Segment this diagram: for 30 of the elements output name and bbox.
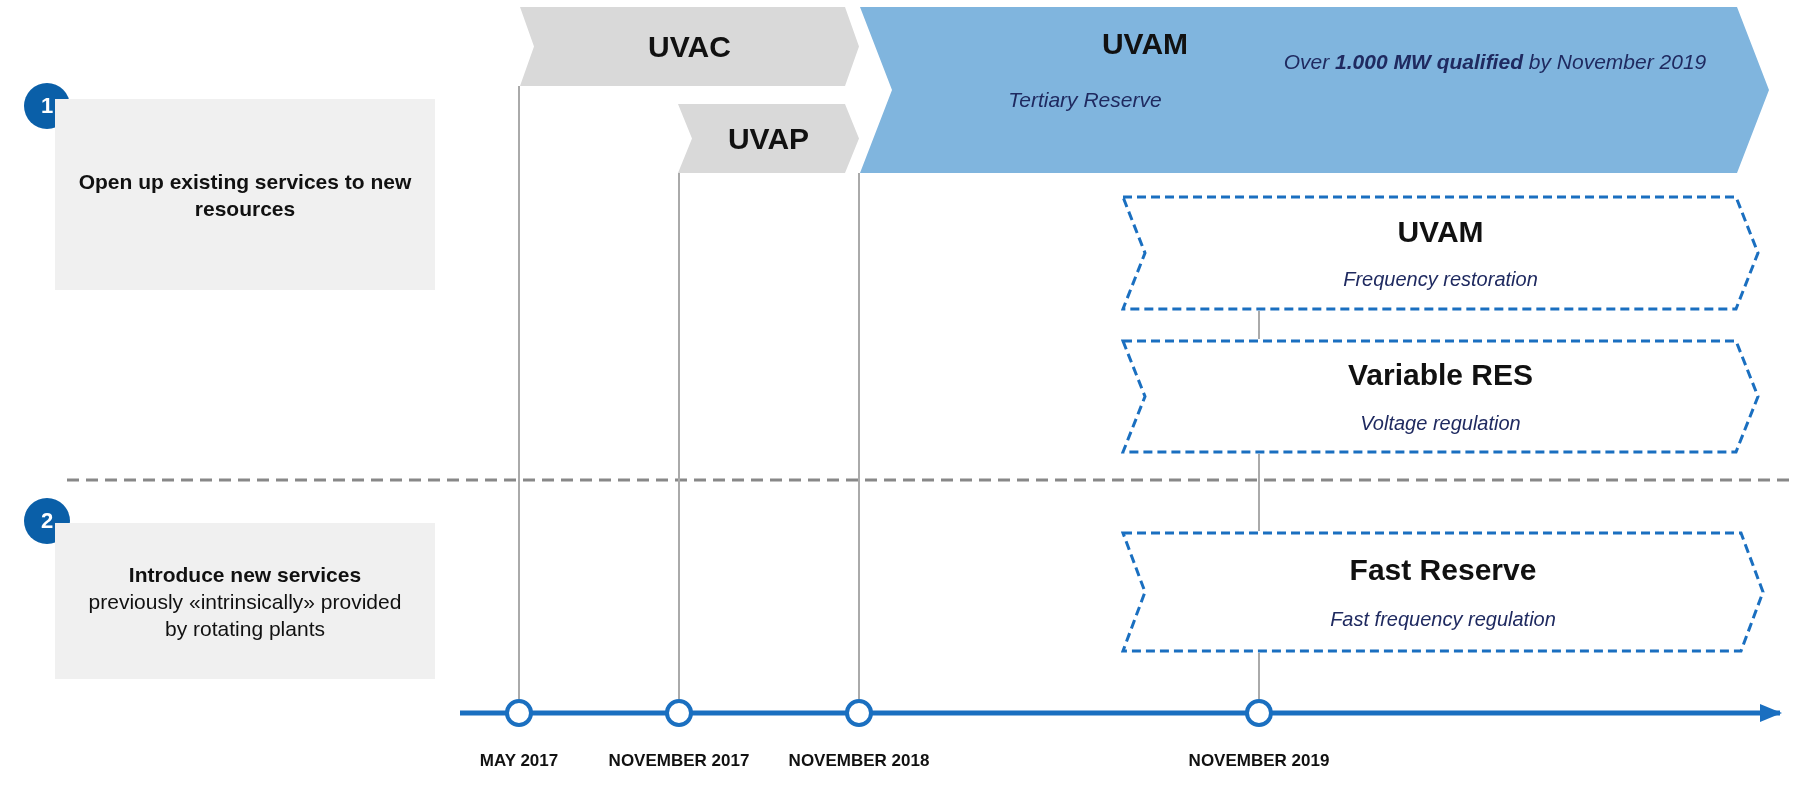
connector-line	[1258, 652, 1260, 700]
connector-line	[1258, 310, 1260, 340]
chevron-title: Fast Reserve	[1349, 552, 1537, 587]
chevron-title: UVAP	[727, 121, 810, 156]
chevron-subtitle: Fast frequency regulation	[1330, 608, 1556, 632]
connector-line	[1258, 453, 1260, 532]
chevron-subtitle: Tertiary Reserve	[1007, 87, 1163, 113]
connector-line	[858, 172, 860, 700]
timeline-marker	[845, 699, 873, 727]
connector-line	[678, 172, 680, 700]
text-panel	[55, 523, 435, 679]
date-label: MAY 2017	[478, 751, 560, 770]
chevron-title: Variable RES	[1347, 358, 1534, 393]
date-label: NOVEMBER 2018	[787, 751, 931, 770]
chevron-title: UVAM	[1397, 214, 1484, 249]
timeline-marker	[665, 699, 693, 727]
text-panel	[55, 99, 435, 290]
chevron-title: UVAC	[648, 29, 731, 64]
date-label: NOVEMBER 2019	[1187, 751, 1331, 770]
panel-text: previously «intrinsically» provided by rotating plants	[87, 588, 403, 642]
timeline-marker	[1245, 699, 1273, 727]
timeline-marker	[505, 699, 533, 727]
chevron-subtitle: Frequency restoration	[1343, 268, 1538, 292]
connector-line	[518, 85, 520, 700]
panel-heading: Introduce new services	[128, 561, 362, 588]
chevron-subtitle: Voltage regulation	[1360, 411, 1521, 435]
panel-heading: Open up existing services to new resources	[77, 168, 413, 222]
chevron-note: Over 1.000 MW qualified by November 2019	[1282, 49, 1708, 75]
chevron-title: UVAM	[1100, 27, 1190, 61]
date-label: NOVEMBER 2017	[607, 751, 751, 770]
